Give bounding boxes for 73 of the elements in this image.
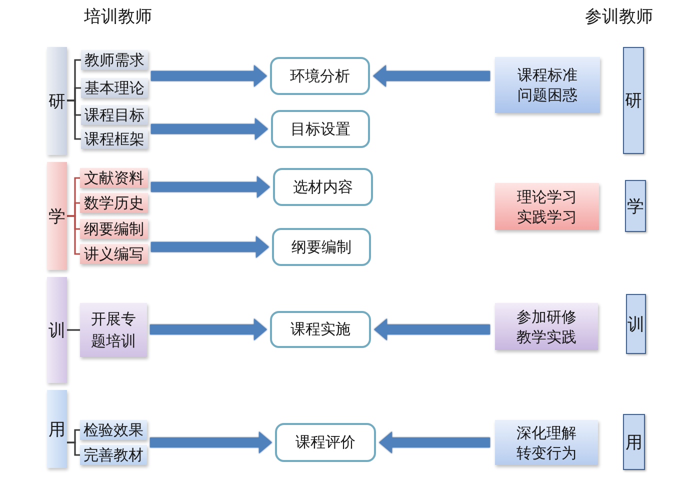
topic-label: 课程目标 — [84, 106, 144, 124]
column-heading: 参训教师 — [585, 7, 653, 27]
block-arrow — [373, 65, 490, 87]
topic-box — [81, 129, 148, 149]
process-box — [273, 168, 373, 206]
bracket-line — [67, 215, 80, 255]
process-box — [272, 228, 371, 266]
tab-character: 研 — [625, 90, 642, 112]
topic-label: 完善教材 — [84, 446, 144, 464]
topic-box — [81, 105, 148, 125]
topic-box — [80, 193, 148, 213]
block-arrow — [151, 176, 270, 198]
stage-band — [47, 162, 67, 270]
band-character: 训 — [48, 320, 66, 342]
topic-box — [80, 303, 147, 357]
stage-tab — [626, 294, 646, 354]
source-label: 课程标准问题困惑 — [516, 65, 578, 105]
stage-band — [47, 277, 67, 383]
stage-tab — [623, 414, 645, 470]
source-label: 理论学习实践学习 — [516, 186, 578, 226]
topic-box — [80, 445, 147, 465]
topic-label: 纲要编制 — [84, 220, 144, 238]
source-box — [495, 57, 600, 113]
process-box — [270, 311, 371, 348]
source-box — [495, 183, 599, 230]
topic-box — [80, 168, 148, 188]
bracket-line — [67, 329, 80, 331]
tab-character: 训 — [628, 314, 644, 336]
process-box — [270, 57, 370, 95]
process-label: 目标设置 — [290, 120, 350, 138]
band-character: 研 — [48, 90, 66, 112]
block-arrow — [150, 318, 267, 340]
process-box — [275, 423, 376, 462]
process-box — [271, 110, 370, 148]
block-arrow — [151, 236, 269, 258]
process-label: 环境分析 — [290, 66, 350, 86]
topic-label: 讲义编写 — [84, 245, 144, 263]
topic-label: 教师需求 — [84, 51, 144, 69]
source-box — [495, 303, 598, 350]
stage-band — [47, 390, 67, 468]
block-arrow — [151, 65, 267, 87]
source-label: 深化理解转变行为 — [516, 422, 578, 462]
topic-box — [80, 244, 148, 264]
source-label: 参加研修教学实践 — [516, 306, 578, 346]
topic-box — [81, 78, 148, 98]
stage-tab — [623, 47, 644, 154]
tab-character: 用 — [626, 432, 642, 454]
band-character: 学 — [48, 206, 66, 228]
tab-character: 学 — [627, 196, 644, 218]
topic-label: 课程框架 — [84, 130, 144, 148]
column-heading: 培训教师 — [84, 7, 152, 27]
block-arrow — [150, 432, 272, 454]
topic-label: 基本理论 — [84, 79, 144, 97]
topic-box — [80, 420, 147, 440]
bracket-line — [67, 100, 81, 140]
process-label: 课程实施 — [290, 320, 350, 339]
band-character: 用 — [48, 418, 66, 440]
bracket-line — [67, 442, 80, 456]
topic-label: 检验效果 — [84, 421, 144, 439]
process-label: 纲要编制 — [292, 238, 352, 256]
source-box — [495, 420, 598, 465]
topic-box — [80, 219, 148, 239]
stage-tab — [625, 180, 646, 232]
process-label: 课程评价 — [296, 433, 356, 452]
block-arrow — [151, 118, 268, 140]
stage-band — [47, 47, 67, 155]
process-label: 选材内容 — [293, 178, 353, 196]
block-arrow — [379, 432, 490, 454]
topic-label: 开展专题培训 — [90, 309, 137, 352]
topic-label: 数学历史 — [84, 194, 144, 212]
topic-box — [81, 50, 148, 70]
block-arrow — [374, 318, 490, 340]
topic-label: 文献资料 — [84, 169, 144, 187]
